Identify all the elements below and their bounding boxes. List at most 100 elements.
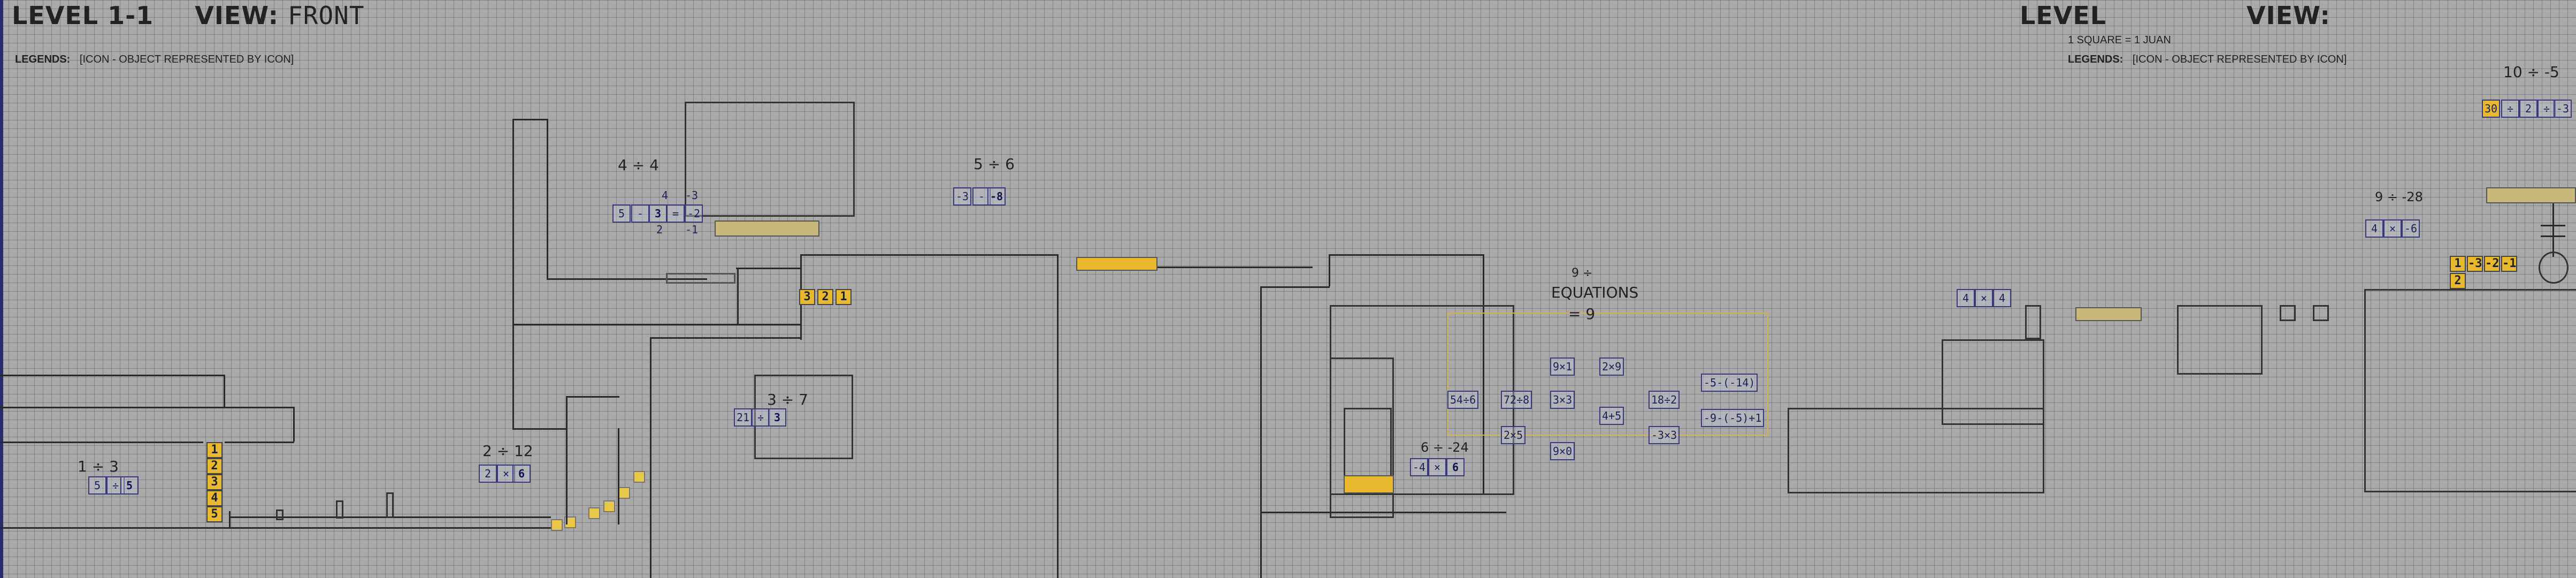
row-block[interactable]: 1 xyxy=(2450,256,2466,272)
equation-tile[interactable]: 72÷8 xyxy=(1501,391,1532,409)
operator-tile[interactable]: ÷ xyxy=(2501,100,2519,118)
number-tile[interactable]: -4 xyxy=(1410,458,1429,476)
row-block[interactable]: -2 xyxy=(2484,256,2500,272)
small-block xyxy=(2280,305,2296,321)
number-tile[interactable]: 5 xyxy=(88,476,106,495)
operator-tile[interactable]: ÷ xyxy=(2537,100,2556,118)
equation-tile[interactable]: 18÷2 xyxy=(1649,391,1680,409)
wall-line xyxy=(1260,286,1330,288)
wall-line xyxy=(566,396,619,398)
column-block[interactable]: 3 xyxy=(206,474,223,490)
operator-tile[interactable]: = xyxy=(666,204,685,223)
post xyxy=(336,500,343,519)
wall-line xyxy=(1483,254,1484,495)
number-tile[interactable]: 30 xyxy=(2482,100,2501,118)
number-tile[interactable]: 4 xyxy=(1957,289,1975,307)
small-block xyxy=(2313,305,2329,321)
equation-tile[interactable]: -5-(-14) xyxy=(1701,374,1758,392)
pressure-plate[interactable] xyxy=(2075,307,2142,321)
moving-platform[interactable] xyxy=(1076,257,1157,271)
number-tile[interactable]: 4 xyxy=(1993,289,2011,307)
stair-block[interactable] xyxy=(588,507,600,519)
wall-line xyxy=(1329,254,1484,256)
operator-tile[interactable]: ÷ xyxy=(752,408,770,427)
terrain-line xyxy=(0,407,294,408)
equation-tile[interactable]: -3×3 xyxy=(1649,426,1680,444)
hint-annotation: 1 ÷ 3 xyxy=(78,458,119,475)
spring-icon[interactable] xyxy=(2539,252,2569,284)
terrain-line xyxy=(225,442,294,443)
stair-block[interactable] xyxy=(618,487,630,499)
ground-block xyxy=(1788,408,2044,493)
number-tile[interactable]: 3 xyxy=(649,204,667,223)
number-tile[interactable]: 3 xyxy=(768,408,786,427)
equation-tile[interactable]: 54÷6 xyxy=(1447,391,1479,409)
door-pressure-plate[interactable] xyxy=(1344,475,1394,493)
number-tile[interactable]: 6 xyxy=(512,465,531,483)
scale-note: 1 SQUARE = 1 JUAN xyxy=(2068,34,2171,46)
tower-block xyxy=(2364,289,2576,492)
number-tile[interactable]: 21 xyxy=(734,408,753,427)
view-value: FRONT xyxy=(288,1,365,30)
row-block[interactable]: 2 xyxy=(817,289,833,305)
row-block[interactable]: -3 xyxy=(2467,256,2483,272)
equation-tile[interactable]: 3×3 xyxy=(1550,391,1575,409)
number-tile[interactable]: -3 xyxy=(953,187,972,206)
operator-tile[interactable]: - xyxy=(631,204,649,223)
hint-annotation: 9 ÷ xyxy=(1571,267,1593,280)
row-block[interactable]: 3 xyxy=(799,289,815,305)
ground-line xyxy=(0,527,551,529)
hint-annotation: 2 ÷ 12 xyxy=(482,442,533,460)
number-tile[interactable]: 4 xyxy=(2365,219,2383,238)
room-block xyxy=(754,375,853,459)
hint-annotation: 5 ÷ 6 xyxy=(973,155,1015,173)
number-tile[interactable]: 2 xyxy=(2519,100,2537,118)
row-block[interactable]: 1 xyxy=(835,289,852,305)
wall-line xyxy=(547,278,707,280)
equation-tile[interactable]: 4+5 xyxy=(1599,407,1624,425)
stair-block[interactable] xyxy=(603,500,615,512)
equations-header: EQUATIONS xyxy=(1551,284,1639,301)
operator-tile[interactable]: × xyxy=(497,465,515,483)
row-block[interactable]: 2 xyxy=(2450,273,2466,289)
terrain-line xyxy=(0,442,203,443)
number-tile[interactable]: -3 xyxy=(2554,100,2572,118)
column-block[interactable]: 4 xyxy=(206,490,223,506)
stair-block[interactable] xyxy=(551,519,563,531)
operator-tile[interactable]: × xyxy=(1975,289,1993,307)
row-block[interactable]: -1 xyxy=(2501,256,2517,272)
number-tile[interactable]: -6 xyxy=(2402,219,2420,238)
terrain-line xyxy=(229,511,231,527)
view-label-right: VIEW: xyxy=(2247,1,2330,30)
number-tile[interactable]: 6 xyxy=(1446,458,1465,476)
stair-block[interactable] xyxy=(633,471,645,483)
number-label: -3 xyxy=(685,189,699,202)
number-tile[interactable]: 5 xyxy=(120,476,139,495)
equation-zone xyxy=(1447,313,1768,436)
pressure-plate[interactable] xyxy=(715,220,819,237)
spring-coil xyxy=(2541,225,2565,226)
equation-tile[interactable]: 2×9 xyxy=(1599,358,1624,376)
wall-line xyxy=(736,268,800,269)
number-tile[interactable]: 5 xyxy=(612,204,631,223)
operator-tile[interactable]: × xyxy=(1428,458,1446,476)
number-tile[interactable]: -8 xyxy=(987,187,1006,206)
wall-line xyxy=(566,396,568,524)
hint-annotation: 10 ÷ -5 xyxy=(2503,63,2559,81)
legends-text-right: [ICON - OBJECT REPRESENTED BY ICON] xyxy=(2132,54,2347,65)
pressure-plate[interactable] xyxy=(2486,187,2576,203)
legends-left: LEGENDS: [ICON - OBJECT REPRESENTED BY I… xyxy=(15,54,294,66)
operator-tile[interactable]: ÷ xyxy=(106,476,125,495)
equation-tile[interactable]: 9×0 xyxy=(1550,442,1575,460)
column-block[interactable]: 1 xyxy=(206,442,223,458)
number-tile[interactable]: -2 xyxy=(685,204,703,223)
equation-tile[interactable]: -9-(-5)+1 xyxy=(1701,409,1765,427)
equation-tile[interactable]: 9×1 xyxy=(1550,358,1575,376)
number-tile[interactable]: 2 xyxy=(479,465,497,483)
column-block[interactable]: 2 xyxy=(206,458,223,474)
equation-tile[interactable]: 2×5 xyxy=(1501,426,1526,444)
wall-line xyxy=(800,254,1057,256)
operator-tile[interactable]: × xyxy=(2383,219,2402,238)
column-block[interactable]: 5 xyxy=(206,506,223,522)
level-label: LEVEL 1-1 xyxy=(12,1,154,30)
